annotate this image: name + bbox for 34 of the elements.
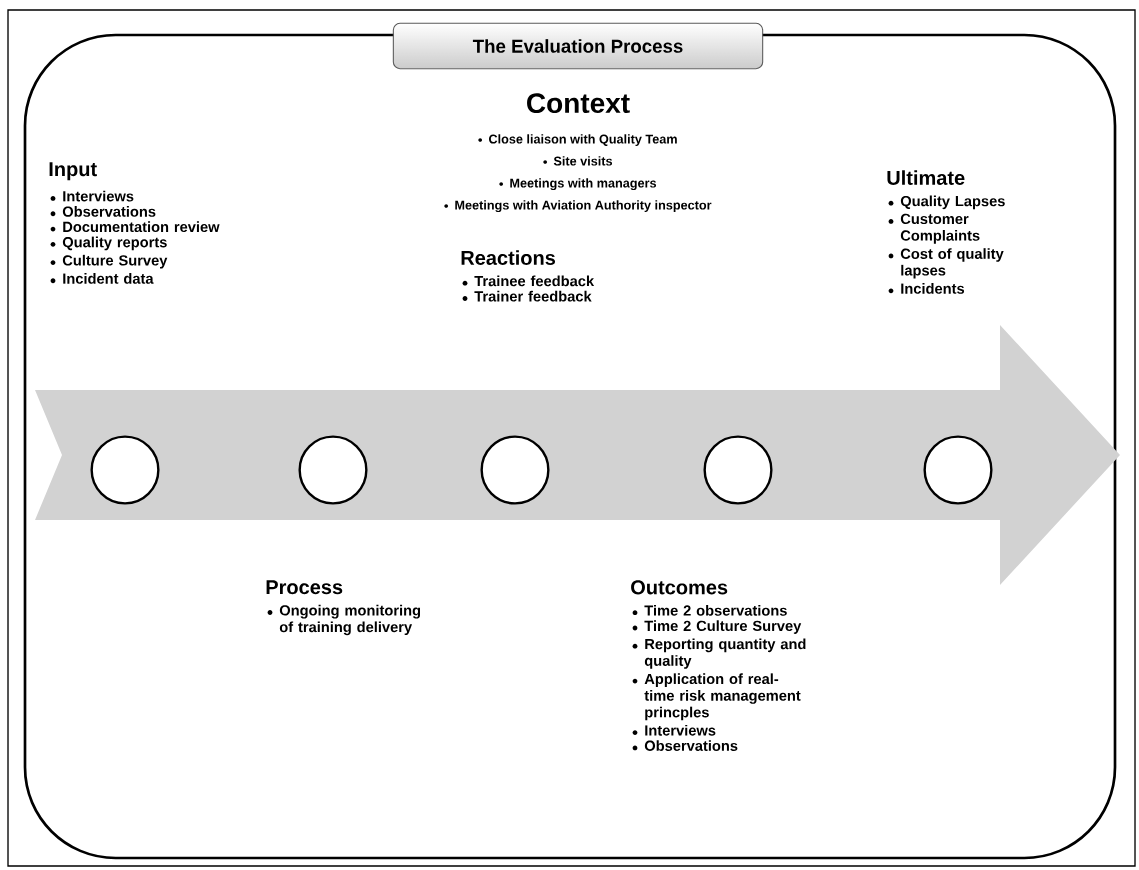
bullet-item: Trainee feedback	[462, 275, 595, 287]
bullet-item: Interviews	[50, 190, 134, 202]
bullet-item: Reporting quantity and quality	[632, 638, 806, 669]
heading: Input	[49, 162, 97, 181]
bullet-item: Documentation review	[50, 221, 220, 233]
bullet-item: Time 2 Culture Survey	[632, 620, 802, 634]
bullet-item: Customer Complaints	[888, 213, 980, 244]
heading: Ultimate	[887, 170, 965, 185]
bullet-item: Site visits	[543, 156, 613, 166]
circle-marker	[923, 435, 993, 505]
heading: Reactions	[461, 250, 555, 265]
bullet-item: Incident data	[50, 273, 154, 284]
bullet-item: Ongoing monitoring of training delivery	[267, 604, 421, 636]
bullet-item: Meetings with managers	[499, 178, 657, 191]
circle-marker	[298, 435, 368, 505]
circle-marker	[90, 435, 160, 505]
bullet-item: Quality Lapses	[888, 195, 1005, 210]
bullet-item: Meetings with Aviation Authority inspector	[444, 200, 712, 213]
title-tab: The Evaluation Process	[392, 22, 764, 70]
bullet-item: Quality reports	[50, 236, 167, 251]
bullet-item: Application of real-time risk management princples	[632, 673, 801, 721]
bullet-item: Observations	[632, 740, 738, 751]
bullet-item: Interviews	[632, 724, 716, 736]
heading: Process	[266, 580, 343, 595]
circle-marker	[703, 435, 773, 505]
bullet-item: Cost of quality lapses	[888, 248, 1004, 279]
bullet-item: Observations	[50, 206, 156, 217]
circle-marker	[480, 435, 550, 505]
bullet-item: Trainer feedback	[462, 290, 592, 302]
bullet-item: Incidents	[888, 283, 965, 294]
bullet-item: Close liaison with Quality Team	[478, 134, 677, 147]
bullet-item: Culture Survey	[50, 254, 168, 269]
bullet-item: Time 2 observations	[632, 604, 787, 616]
heading: Outcomes	[631, 580, 728, 595]
